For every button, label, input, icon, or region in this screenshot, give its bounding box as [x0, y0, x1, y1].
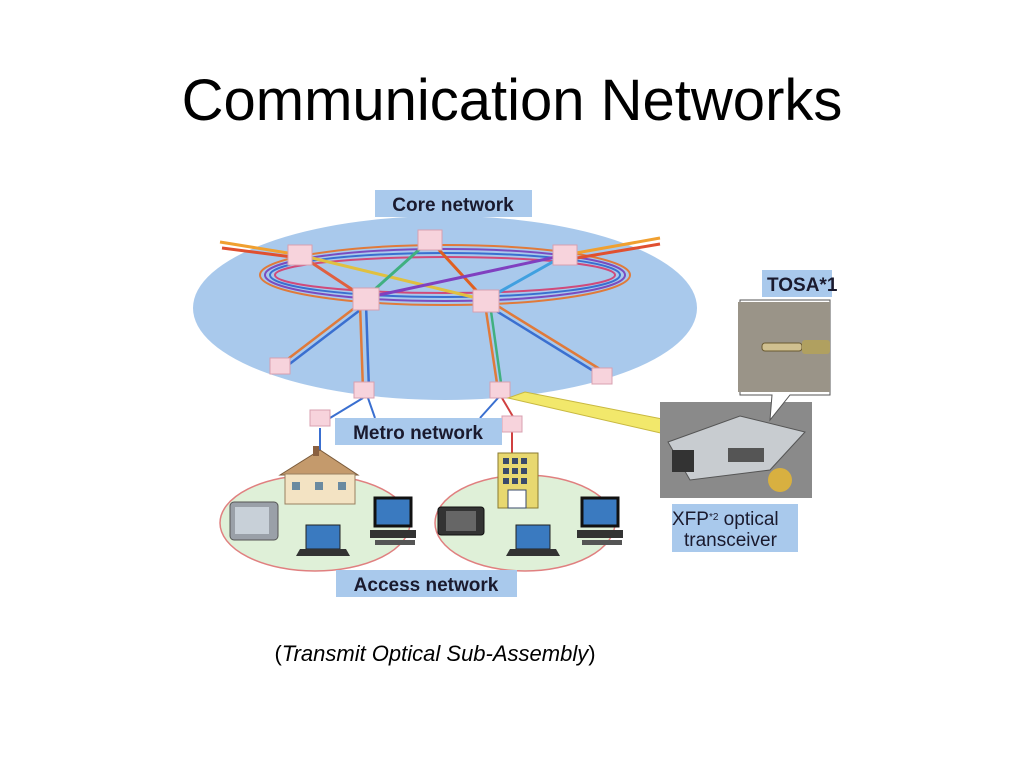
network-diagram: Core network Metro network — [193, 190, 838, 597]
core-network-label: Core network — [392, 195, 514, 216]
metro-network-label: Metro network — [353, 423, 483, 444]
node-core-5 — [472, 289, 500, 313]
node-core-3 — [552, 244, 578, 266]
house-icon — [278, 446, 360, 505]
core-label-bg — [375, 190, 532, 217]
external-fibers — [219, 236, 661, 262]
metro-label-bg — [335, 418, 502, 445]
access-network-label: Access network — [354, 575, 499, 596]
xfp-label: XFP*2 optical — [672, 509, 779, 530]
caption-open-paren: ( — [274, 641, 282, 666]
tv-icon — [229, 501, 279, 541]
caption: (Transmit Optical Sub-Assembly) — [0, 641, 870, 667]
core-nodes — [287, 229, 578, 313]
node-core-1 — [287, 244, 313, 266]
xfp-label-line2: transceiver — [684, 530, 778, 551]
tablet-icon — [437, 506, 485, 536]
laptop-icon-right — [506, 524, 560, 556]
xfp-label-bg — [672, 504, 798, 552]
tosa-label: TOSA*1 — [767, 275, 838, 296]
metro-nodes — [269, 357, 613, 433]
desktop-icon-right — [577, 496, 623, 545]
node-core-4 — [352, 287, 380, 311]
xfp-label-name: XFP — [672, 509, 709, 530]
xfp-label-optical: optical — [718, 509, 778, 530]
xfp-photo — [660, 402, 812, 498]
building-icon — [497, 452, 539, 509]
tosa-label-bg — [762, 270, 832, 297]
slide-title: Communication Networks — [181, 68, 843, 133]
caption-close-paren: ) — [588, 641, 596, 666]
caption-text: Transmit Optical Sub-Assembly — [281, 641, 589, 666]
node-core-2 — [417, 229, 443, 251]
metro-spokes — [279, 298, 604, 391]
laptop-icon-left — [296, 524, 350, 556]
tosa-photo — [738, 302, 830, 392]
access-label-bg — [336, 570, 517, 597]
desktop-icon-left — [370, 496, 416, 545]
xfp-label-superscript: *2 — [709, 512, 719, 523]
